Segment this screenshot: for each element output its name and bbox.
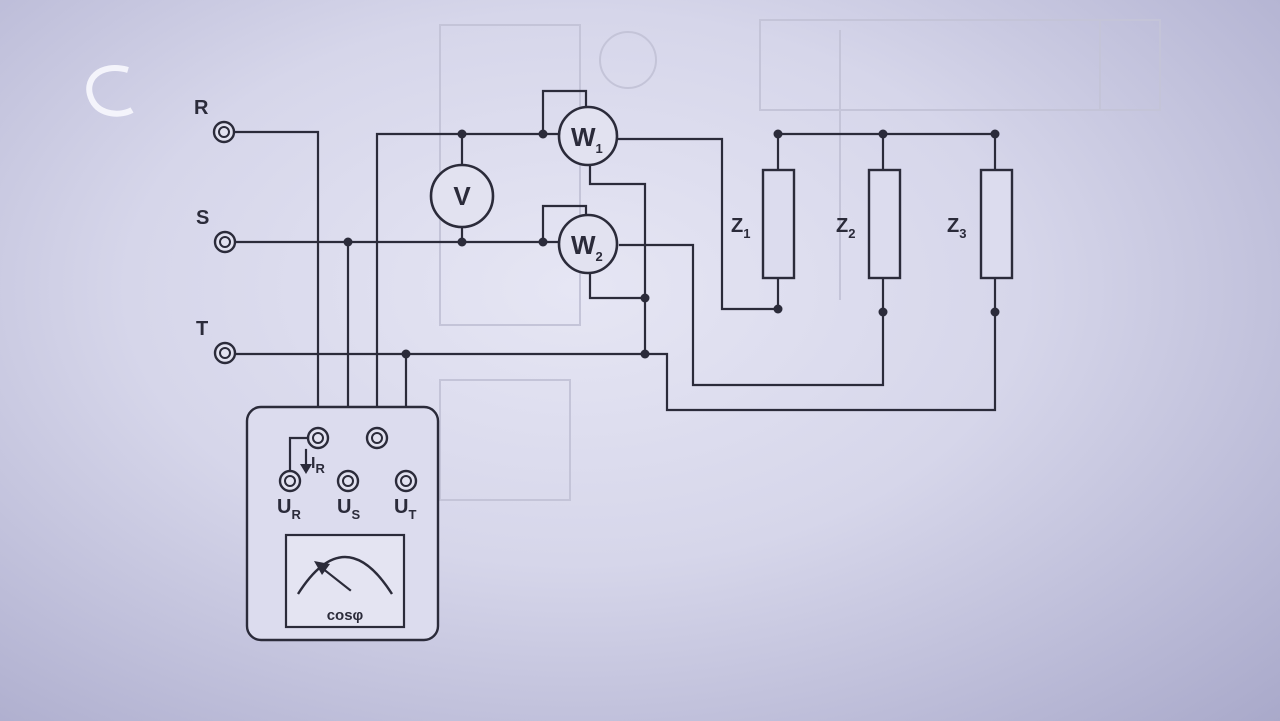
wattmeter-1: W1	[557, 105, 619, 167]
pf-ir-arrow-head	[300, 464, 312, 474]
impedance-z2-label: Z2	[836, 215, 855, 241]
terminal-s-label: S	[196, 207, 209, 229]
terminal-s-inner	[219, 236, 231, 248]
wiring	[234, 89, 997, 482]
junction-nodes	[343, 129, 1000, 359]
node	[878, 307, 888, 317]
voltmeter-label: V	[453, 181, 471, 211]
impedance-z2: Z2	[836, 168, 902, 280]
bleed-through	[439, 19, 1161, 501]
impedance-z1: Z1	[731, 168, 796, 280]
wattmeter-1-label: W1	[571, 122, 603, 156]
terminal-t-inner	[219, 347, 231, 359]
impedance-z1-label: Z1	[731, 215, 750, 241]
node	[640, 349, 650, 359]
node	[990, 129, 1000, 139]
pf-terminal-ir-inner	[312, 432, 324, 444]
node	[343, 237, 353, 247]
terminal-t: T	[196, 318, 237, 365]
node	[538, 129, 548, 139]
wire-w1-return	[588, 156, 647, 356]
voltmeter-body	[429, 163, 495, 229]
terminal-r-inner	[218, 126, 230, 138]
pf-terminal-us-inner	[342, 475, 354, 487]
impedance-z1-body	[761, 168, 796, 280]
terminal-s: S	[196, 207, 237, 254]
wire-r-line	[234, 130, 320, 429]
node	[773, 129, 783, 139]
impedance-z3: Z3	[947, 168, 1014, 280]
pf-ir-label: IR	[311, 455, 325, 476]
node	[457, 129, 467, 139]
pf-dial-needle-tip	[314, 561, 330, 575]
node	[878, 129, 888, 139]
voltmeter: V	[429, 163, 495, 229]
punch-hole	[86, 65, 134, 117]
node	[773, 304, 783, 314]
pf-dial-needle	[320, 566, 352, 592]
terminal-r-label: R	[194, 97, 209, 119]
pf-ut-label: UT	[394, 496, 416, 522]
wattmeter-2-body	[557, 213, 619, 275]
terminal-r: R	[194, 97, 236, 144]
wire-w2-out	[618, 243, 885, 387]
pf-us-label: US	[337, 496, 360, 522]
pf-terminal-ur-inner	[284, 475, 296, 487]
wattmeter-2-label: W2	[571, 230, 603, 264]
wattmeter-2: W2	[557, 213, 619, 275]
wire-w1-out	[614, 137, 780, 311]
power-factor-meter: IR UR US UT cosφ	[245, 405, 440, 642]
node	[640, 293, 650, 303]
wattmeter-1-body	[557, 105, 619, 167]
wire-w1-loop	[541, 89, 588, 136]
node	[457, 237, 467, 247]
node	[990, 307, 1000, 317]
impedance-z2-body	[867, 168, 902, 280]
impedance-z3-label: Z3	[947, 215, 966, 241]
pf-terminal-current-out-inner	[371, 432, 383, 444]
pf-ir-bracket	[288, 436, 310, 482]
terminal-t-label: T	[196, 318, 208, 340]
wire-w1-supply	[375, 132, 545, 429]
node	[538, 237, 548, 247]
impedance-z3-body	[979, 168, 1014, 280]
node	[401, 349, 411, 359]
wire-t-z3	[643, 308, 997, 412]
wire-w2-return	[588, 264, 647, 300]
pf-terminal-ut-inner	[400, 475, 412, 487]
pf-dial-label: cosφ	[327, 607, 364, 624]
pf-dial-scale-arc	[296, 556, 394, 595]
pf-ur-label: UR	[277, 496, 301, 522]
wire-w2-loop	[541, 204, 588, 244]
